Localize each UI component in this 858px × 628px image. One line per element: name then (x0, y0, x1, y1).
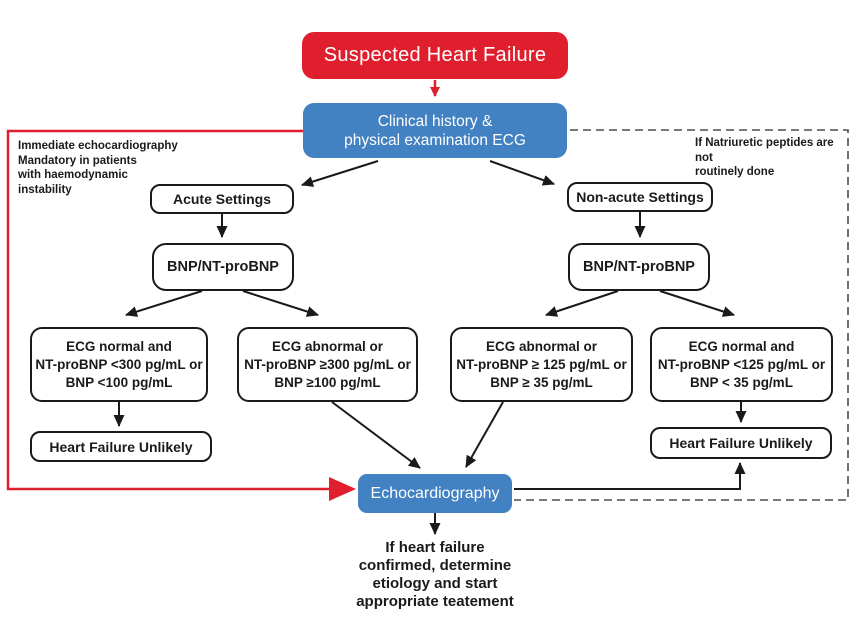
node-decision-nonacute-negative: ECG normal and NT-proBNP <125 pg/mL or B… (650, 327, 833, 402)
node-decision-acute-positive: ECG abnormal or NT-proBNP ≥300 pg/mL or … (237, 327, 418, 402)
node-hf-unlikely-left: Heart Failure Unlikely (30, 431, 212, 462)
node-nonacute-settings: Non-acute Settings (567, 182, 713, 212)
node-acute-settings: Acute Settings (150, 184, 294, 214)
note-immediate-echo: Immediate echocardiography Mandatory in … (18, 140, 178, 196)
arrow-decision3-to-echo (465, 401, 504, 468)
node-echocardiography: Echocardiography (358, 474, 512, 513)
dashed-region-border (514, 129, 849, 501)
arrow-clinical-to-nonacute (489, 160, 555, 186)
red-arrowhead-icon (329, 477, 356, 501)
arrow-bnpright-to-decision3 (545, 290, 619, 317)
node-bnp-left: BNP/NT-proBNP (152, 243, 294, 291)
arrow-bnpleft-to-decision1 (125, 290, 203, 317)
node-bnp-right: BNP/NT-proBNP (568, 243, 710, 291)
arrow-echo-to-hfunlikely-right (514, 462, 746, 490)
red-bypass-line (6, 129, 329, 491)
arrow-bnpright-to-decision4 (659, 290, 735, 317)
arrow-bnpleft-to-decision2 (242, 290, 319, 317)
node-clinical-history: Clinical history & physical examination … (303, 103, 567, 158)
node-decision-nonacute-positive: ECG abnormal or NT-proBNP ≥ 125 pg/mL or… (450, 327, 633, 402)
node-decision-acute-negative: ECG normal and NT-proBNP <300 pg/mL or B… (30, 327, 208, 402)
outcome-text: If heart failure confirmed, determine et… (356, 539, 514, 610)
note-natriuretic-peptides: If Natriuretic peptides are not routinel… (695, 137, 834, 178)
node-suspected-heart-failure: Suspected Heart Failure (302, 32, 568, 79)
arrow-decision2-to-echo (331, 401, 421, 469)
arrow-clinical-to-acute (301, 160, 379, 187)
node-hf-unlikely-right: Heart Failure Unlikely (650, 427, 832, 459)
